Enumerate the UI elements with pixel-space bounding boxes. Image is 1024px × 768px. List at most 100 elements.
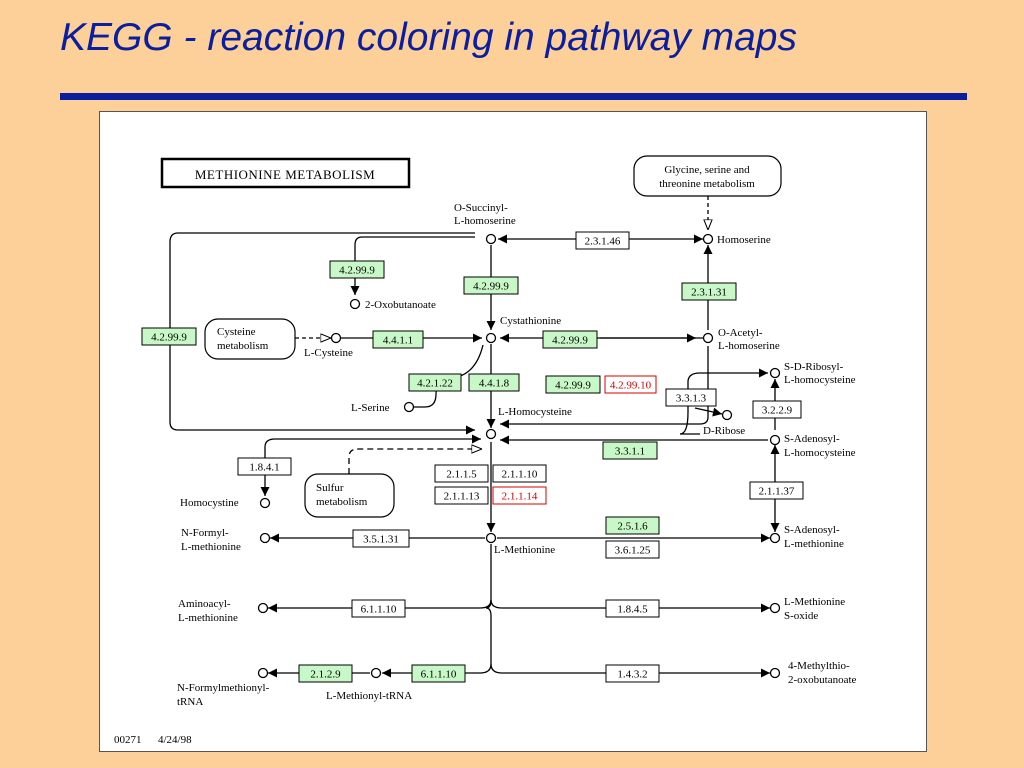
enzyme-box-frame[interactable] xyxy=(141,327,197,346)
enzyme-label: 1.4.3.2 xyxy=(617,669,647,681)
enzyme-box-e-2-3-1-46[interactable]: 2.3.1.46 xyxy=(575,231,630,250)
enzyme-box-frame[interactable] xyxy=(665,388,717,407)
enzyme-box-e-4-2-99-9-a[interactable]: 4.2.99.9 xyxy=(329,260,385,279)
label-sadenosyl-hc-2: L-homocysteine xyxy=(784,447,856,459)
enzyme-box-e-4-2-99-9-left[interactable]: 4.2.99.9 xyxy=(141,327,197,346)
enzyme-box-frame[interactable] xyxy=(545,375,601,394)
map-link-glycine-label-2: threonine metabolism xyxy=(659,178,755,190)
enzyme-box-frame[interactable] xyxy=(605,516,660,535)
enzyme-box-frame[interactable] xyxy=(605,540,660,559)
enzyme-box-frame[interactable] xyxy=(352,529,410,548)
node-homoserine xyxy=(702,233,714,245)
enzyme-box-e-2-1-2-9[interactable]: 2.1.2.9 xyxy=(298,664,353,683)
enzyme-box-frame[interactable] xyxy=(681,282,737,301)
node-d-ribose xyxy=(721,409,733,421)
enzyme-label: 2.1.1.14 xyxy=(502,491,538,503)
enzyme-box-e-1-4-3-2[interactable]: 1.4.3.2 xyxy=(605,664,660,683)
enzyme-box-e-1-8-4-1[interactable]: 1.8.4.1 xyxy=(237,457,292,476)
enzyme-box-e-3-3-1-1[interactable]: 3.3.1.1 xyxy=(602,441,658,460)
enzyme-box-e-4-4-1-1[interactable]: 4.4.1.1 xyxy=(372,330,424,349)
enzyme-box-e-3-6-1-25[interactable]: 3.6.1.25 xyxy=(605,540,660,559)
map-link-sulfur-label: Sulfur xyxy=(316,482,344,494)
enzyme-box-e-6-1-1-10-b[interactable]: 6.1.1.10 xyxy=(411,664,466,683)
enzyme-box-frame[interactable] xyxy=(434,464,489,483)
label-homoserine: Homoserine xyxy=(717,234,771,246)
enzyme-box-frame[interactable] xyxy=(372,330,424,349)
node-cysteine xyxy=(330,332,342,344)
enzyme-box-frame[interactable] xyxy=(237,457,292,476)
enzyme-box-e-4-4-1-8[interactable]: 4.4.1.8 xyxy=(468,373,520,392)
enzyme-box-frame[interactable] xyxy=(351,599,406,618)
map-footer-date: 4/24/98 xyxy=(158,734,192,746)
enzyme-box-e-2-5-1-6[interactable]: 2.5.1.6 xyxy=(605,516,660,535)
compound-nodes xyxy=(257,233,781,679)
enzyme-box-frame[interactable] xyxy=(468,373,520,392)
enzyme-box-frame[interactable] xyxy=(752,400,802,419)
enzyme-box-frame[interactable] xyxy=(604,375,657,394)
enzyme-box-frame[interactable] xyxy=(605,664,660,683)
enzyme-label: 3.6.1.25 xyxy=(615,545,651,557)
enzyme-box-frame[interactable] xyxy=(434,486,489,505)
map-link-cysteine[interactable] xyxy=(204,318,296,360)
label-sulfoxide-1: L-Methionine xyxy=(784,596,845,608)
enzyme-box-frame[interactable] xyxy=(492,486,547,505)
enzyme-box-frame[interactable] xyxy=(408,373,462,392)
enzyme-box-e-1-8-4-5[interactable]: 1.8.4.5 xyxy=(605,599,660,618)
enzyme-box-frame[interactable] xyxy=(492,464,547,483)
enzyme-box-e-4-2-99-9-c[interactable]: 4.2.99.9 xyxy=(542,330,598,349)
enzyme-box-frame[interactable] xyxy=(605,599,660,618)
node-homocysteine xyxy=(485,428,497,440)
enzyme-box-frame[interactable] xyxy=(463,276,519,295)
enzyme-box-frame[interactable] xyxy=(411,664,466,683)
enzyme-box-e-3-5-1-31[interactable]: 3.5.1.31 xyxy=(352,529,410,548)
enzyme-box-e-3-2-2-9[interactable]: 3.2.2.9 xyxy=(752,400,802,419)
enzyme-box-e-3-3-1-3[interactable]: 3.3.1.3 xyxy=(665,388,717,407)
label-sdribosyl-1: S-D-Ribosyl- xyxy=(784,361,844,373)
enzyme-box-e-2-1-1-5[interactable]: 2.1.1.5 xyxy=(434,464,489,483)
map-link-sulfur[interactable] xyxy=(304,473,395,518)
node-methionyl-trna xyxy=(370,667,382,679)
label-methionyltrna: L-Methionyl-tRNA xyxy=(326,690,412,702)
enzyme-box-frame[interactable] xyxy=(329,260,385,279)
node-methionine-sulfoxide xyxy=(769,602,781,614)
enzyme-box-e-6-1-1-10-a[interactable]: 6.1.1.10 xyxy=(351,599,406,618)
label-cysteine: L-Cysteine xyxy=(304,347,353,359)
reaction-lines xyxy=(169,196,780,678)
enzyme-box-e-2-1-1-13[interactable]: 2.1.1.13 xyxy=(434,486,489,505)
enzyme-label: 2.5.1.6 xyxy=(617,521,648,533)
enzyme-box-e-2-1-1-37[interactable]: 2.1.1.37 xyxy=(749,481,804,500)
enzyme-box-e-2-3-1-31[interactable]: 2.3.1.31 xyxy=(681,282,737,301)
label-methylthio-2: 2-oxobutanoate xyxy=(788,674,857,686)
enzyme-box-e-4-2-99-9-b[interactable]: 4.2.99.9 xyxy=(463,276,519,295)
enzyme-label: 4.2.99.9 xyxy=(552,335,588,347)
enzyme-box-frame[interactable] xyxy=(542,330,598,349)
enzyme-box-frame[interactable] xyxy=(575,231,630,250)
enzyme-label: 2.1.1.5 xyxy=(446,469,477,481)
enzyme-label: 3.3.1.1 xyxy=(615,446,645,458)
enzyme-box-e-2-1-1-14[interactable]: 2.1.1.14 xyxy=(492,486,547,505)
title-rule xyxy=(60,93,967,100)
label-formyl-2: L-methionine xyxy=(181,541,241,553)
enzyme-label: 4.2.99.10 xyxy=(610,380,652,392)
enzyme-label: 4.2.99.9 xyxy=(473,281,509,293)
enzyme-box-frame[interactable] xyxy=(602,441,658,460)
enzyme-label: 2.1.1.13 xyxy=(444,491,480,503)
label-acetyl-1: O-Acetyl- xyxy=(718,327,763,339)
enzyme-box-e-4-2-99-9-d[interactable]: 4.2.99.9 xyxy=(545,375,601,394)
label-dribose: D-Ribose xyxy=(703,425,745,437)
enzyme-box-e-2-1-1-10[interactable]: 2.1.1.10 xyxy=(492,464,547,483)
node-cystathionine xyxy=(485,332,497,344)
label-sadenosyl-met-1: S-Adenosyl- xyxy=(784,524,840,536)
enzyme-box-frame[interactable] xyxy=(749,481,804,500)
enzyme-label: 4.4.1.8 xyxy=(479,378,510,390)
enzyme-boxes: 2.3.1.46 4.2.99.9 4.2.99.9 4.2.99.9 2.3.1.31… xyxy=(141,231,804,683)
enzyme-label: 4.2.99.9 xyxy=(151,332,187,344)
enzyme-box-e-4-2-99-10[interactable]: 4.2.99.10 xyxy=(604,375,657,394)
pathway-map-panel: METHIONINE METABOLISM Glycine, serine an… xyxy=(99,111,927,752)
map-link-glycine[interactable] xyxy=(633,155,782,197)
label-succinyl-2: L-homoserine xyxy=(454,215,516,227)
enzyme-box-e-4-2-1-22[interactable]: 4.2.1.22 xyxy=(408,373,462,392)
enzyme-label: 4.4.1.1 xyxy=(383,335,413,347)
enzyme-box-frame[interactable] xyxy=(298,664,353,683)
map-link-cysteine-label: Cysteine xyxy=(217,326,256,338)
